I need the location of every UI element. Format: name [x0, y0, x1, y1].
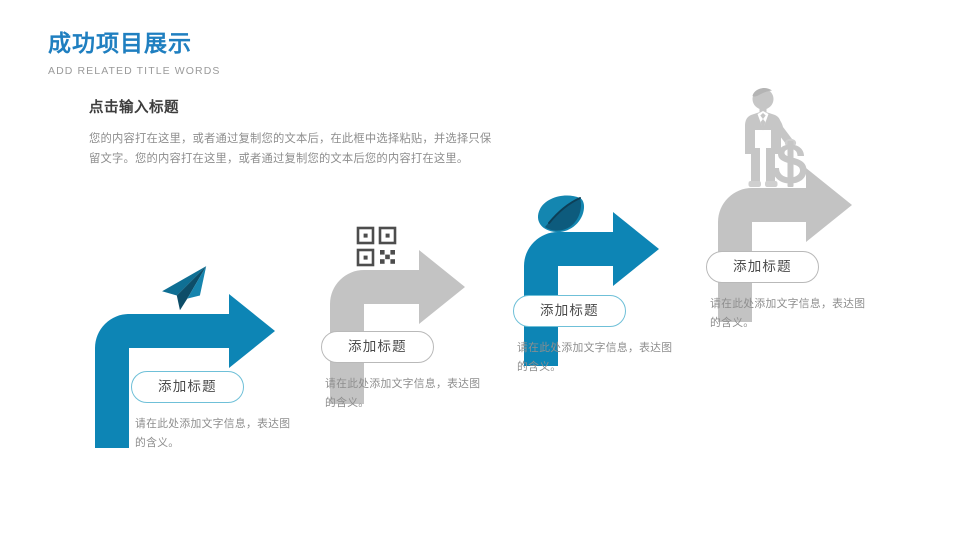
intro-heading: 点击输入标题: [89, 100, 179, 116]
page-title: 成功项目展示: [48, 30, 192, 56]
paper-plane-icon: [162, 266, 207, 311]
intro-block: 点击输入标题 您的内容打在这里，或者通过复制您的文本后，在此框中选择粘贴，并选择…: [89, 96, 501, 169]
slide-header: 成功项目展示 ADD RELATED TITLE WORDS: [48, 28, 548, 77]
step-block-2: 添加标题 请在此处添加文字信息，表达图的含义。: [321, 331, 485, 413]
step-block-1: 添加标题 请在此处添加文字信息，表达图的含义。: [131, 371, 295, 453]
step-arrow-4[interactable]: [718, 168, 852, 322]
step-1-caption: 请在此处添加文字信息，表达图的含义。: [135, 417, 291, 449]
step-arrow-2[interactable]: [330, 250, 465, 404]
step-2-caption: 请在此处添加文字信息，表达图的含义。: [325, 377, 481, 409]
qr-code-icon: [356, 226, 397, 267]
step-arrow-1[interactable]: [95, 294, 275, 448]
page-subtitle: ADD RELATED TITLE WORDS: [48, 65, 221, 77]
step-3-caption: 请在此处添加文字信息，表达图的含义。: [517, 341, 673, 373]
step-block-3: 添加标题 请在此处添加文字信息，表达图的含义。: [513, 295, 677, 377]
businessman-dollar-icon: [745, 88, 807, 187]
step-block-4: 添加标题 请在此处添加文字信息，表达图的含义。: [706, 251, 870, 333]
step-4-caption: 请在此处添加文字信息，表达图的含义。: [710, 297, 866, 329]
step-3-pill-button[interactable]: 添加标题: [513, 295, 626, 327]
step-2-pill-button[interactable]: 添加标题: [321, 331, 434, 363]
step-4-pill-button[interactable]: 添加标题: [706, 251, 819, 283]
step-1-pill-button[interactable]: 添加标题: [131, 371, 244, 403]
step-arrow-3[interactable]: [524, 212, 659, 366]
leaf-icon: [537, 195, 585, 233]
intro-body-text: 您的内容打在这里，或者通过复制您的文本后，在此框中选择粘贴，并选择只保留文字。您…: [89, 133, 492, 165]
